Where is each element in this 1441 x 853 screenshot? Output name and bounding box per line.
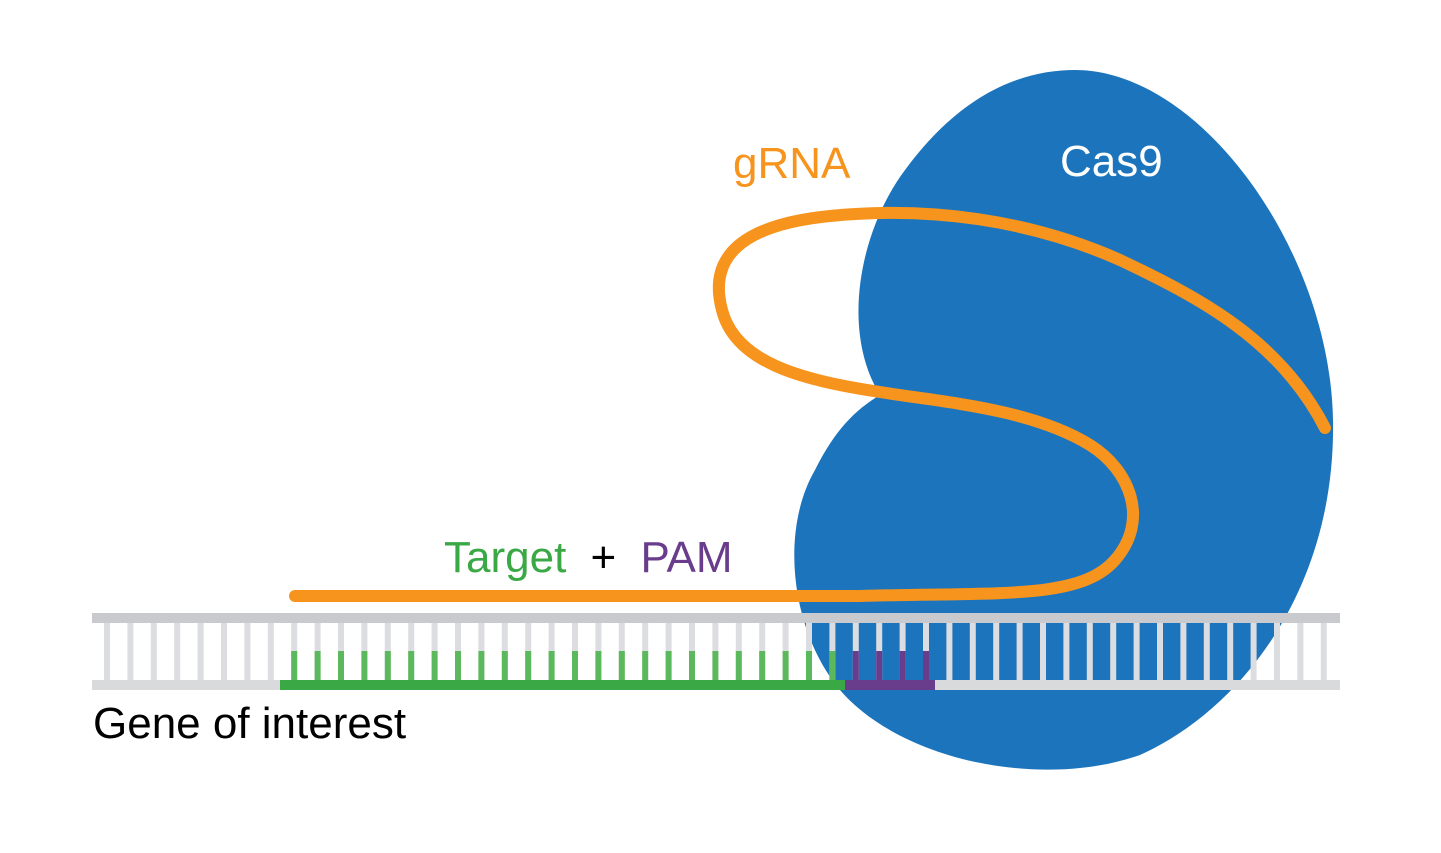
dna-rung — [221, 623, 227, 680]
target-rung — [431, 651, 438, 680]
dna-rung — [1110, 623, 1117, 680]
target-strand — [280, 680, 845, 690]
target-rung — [829, 651, 836, 680]
dna-rung — [267, 623, 274, 680]
dna-rung — [104, 623, 110, 680]
plus-sign: + — [591, 533, 617, 582]
dna-rung — [1274, 623, 1280, 680]
target-rung — [642, 651, 649, 680]
target-rung — [689, 651, 695, 680]
dna-rung — [1016, 623, 1023, 680]
target-rung — [314, 651, 321, 680]
dna-rung — [174, 623, 181, 680]
dna-rung — [1250, 623, 1257, 680]
target-rung — [455, 651, 461, 680]
dna-rung — [1227, 623, 1234, 680]
pam-rung — [852, 651, 859, 680]
target-rung — [384, 651, 391, 680]
target-rung — [525, 651, 532, 680]
pam-strand — [845, 680, 935, 690]
target-rung — [478, 651, 485, 680]
target-rung — [361, 651, 368, 680]
target-rung — [735, 651, 742, 680]
dna-rung — [1157, 623, 1163, 680]
target-label: Target — [444, 533, 566, 582]
target-rung — [806, 651, 812, 680]
grna-label: gRNA — [733, 139, 851, 188]
target-rung — [501, 651, 508, 680]
target-rung — [665, 651, 672, 680]
target-rung — [291, 651, 298, 680]
dna-rungs — [104, 623, 1327, 680]
target-rung — [595, 651, 602, 680]
dna-rung — [127, 623, 134, 680]
dna-rung — [1320, 623, 1327, 680]
pam-label: PAM — [640, 533, 732, 582]
target-pam-label: Target + PAM — [444, 533, 733, 582]
cas9-label: Cas9 — [1060, 137, 1163, 186]
dna-rung — [1180, 623, 1187, 680]
dna-top-strand — [92, 613, 1340, 623]
target-rung — [548, 651, 555, 680]
pam-rung — [876, 651, 883, 680]
target-rung — [759, 651, 766, 680]
dna-rung — [1040, 623, 1046, 680]
dna-rung — [1086, 623, 1093, 680]
pam-rung — [899, 651, 906, 680]
grna-strand — [289, 206, 1331, 602]
target-rung — [408, 651, 415, 680]
dna-ladder — [92, 613, 1340, 690]
target-rung — [782, 651, 789, 680]
target-rung — [712, 651, 719, 680]
target-rung — [618, 651, 625, 680]
target-rung — [572, 651, 578, 680]
dna-rung — [946, 623, 953, 680]
dna-rung — [1063, 623, 1070, 680]
dna-rung — [150, 623, 157, 680]
dna-rung — [1133, 623, 1140, 680]
dna-rung — [197, 623, 204, 680]
dna-rung — [969, 623, 976, 680]
dna-rung — [1203, 623, 1210, 680]
dna-rung — [1297, 623, 1304, 680]
target-rung — [338, 651, 344, 680]
dna-rung — [993, 623, 1000, 680]
gene-of-interest-label: Gene of interest — [93, 699, 406, 748]
pam-rung — [923, 651, 929, 680]
dna-rung — [244, 623, 251, 680]
